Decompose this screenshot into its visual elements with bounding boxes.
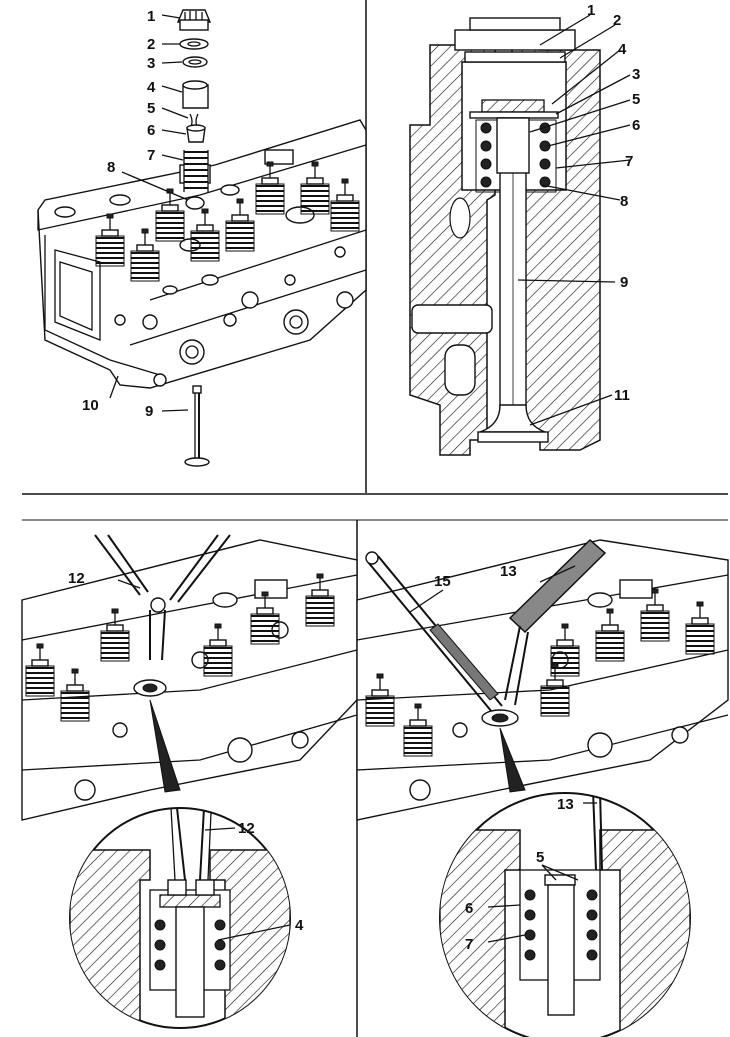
callout-5: 5 [147,100,155,117]
section-callout-9: 9 [620,274,628,291]
removal-leaders [117,579,291,941]
exploded-view-panel: 1 2 3 4 5 6 7 8 10 9 [37,8,367,467]
rod-callout-15: 15 [434,573,451,590]
callout-8: 8 [107,159,115,176]
tool-callout-13: 13 [500,563,517,580]
section-leaders [517,14,631,426]
section-callout-3: 3 [632,66,640,83]
detail-callout-7: 7 [465,936,473,953]
detail-callout-4: 4 [295,917,304,934]
removal-callouts: 12 12 4 [68,570,304,934]
cylinder-head-section [409,17,601,456]
removal-detail-circle [69,807,291,1029]
cylinder-head-drawing [37,119,367,389]
callout-1: 1 [147,8,155,25]
section-callout-1: 1 [587,2,595,19]
section-callout-4: 4 [618,41,627,58]
installation-zoom-pointer [499,727,526,793]
installation-leaders [409,565,597,943]
callout-6: 6 [147,122,155,139]
exploded-callouts: 1 2 3 4 5 6 7 8 10 9 [82,8,156,420]
installation-detail-circle [439,792,691,1037]
callout-4: 4 [147,79,156,96]
installation-callouts: 15 13 13 5 6 7 [434,563,574,953]
section-callouts: 1 2 4 3 5 6 7 8 9 11 [587,2,640,404]
section-callout-8: 8 [620,193,628,210]
driver-tool-13 [504,538,607,706]
detail-callout-6: 6 [465,900,473,917]
callout-9: 9 [145,403,153,420]
installation-panel: 15 13 13 5 6 7 [356,538,729,1037]
callout-3: 3 [147,55,155,72]
removal-zoom-pointer [149,699,181,793]
section-callout-6: 6 [632,117,640,134]
removal-head-drawing [21,539,358,821]
section-view-panel: 1 2 4 3 5 6 7 8 9 11 [409,2,640,456]
callout-2: 2 [147,36,155,53]
callout-7: 7 [147,147,155,164]
detail-callout-13: 13 [557,796,574,813]
removal-panel: 12 12 4 [21,534,358,1029]
exploded-leaders [109,14,189,412]
exploded-parts-stack [176,9,212,467]
pliers-callout-12: 12 [68,570,85,587]
callout-10: 10 [82,397,99,414]
installation-head-drawing [356,539,729,821]
detail-callout-5: 5 [536,849,544,866]
installer-rod-15 [365,551,503,713]
section-callout-2: 2 [613,12,621,29]
section-callout-5: 5 [632,91,640,108]
section-callout-11: 11 [614,387,630,404]
section-callout-7: 7 [625,153,633,170]
detail-callout-12: 12 [238,820,255,837]
